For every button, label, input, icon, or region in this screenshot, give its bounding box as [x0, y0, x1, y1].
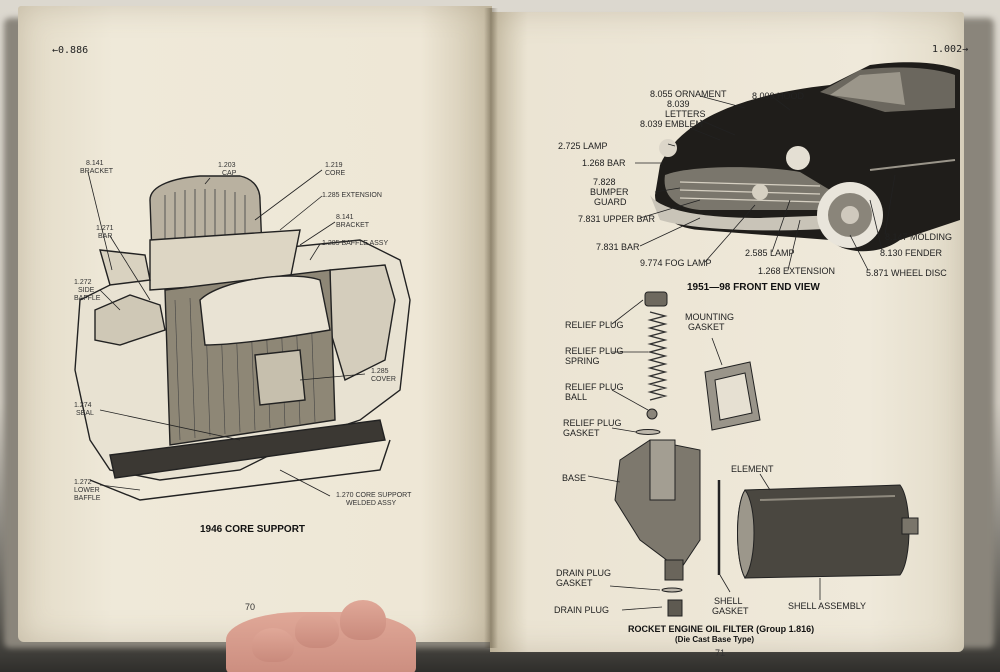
label-shell-assembly: SHELL ASSEMBLY	[788, 601, 867, 611]
label-ornament: 8.055 ORNAMENT	[650, 89, 727, 99]
label-guard: GUARD	[594, 197, 627, 207]
label-core: CORE	[325, 170, 346, 177]
label-extension: 1.285 EXTENSION	[322, 192, 382, 199]
label-relief-plug: RELIEF PLUG	[565, 320, 624, 330]
oil-filter-illustration	[614, 291, 919, 617]
label-bar-num: 1.271	[96, 225, 114, 232]
label-mounting-gasket-1: MOUNTING	[685, 312, 734, 322]
label-drain-plug-gasket-2: GASKET	[556, 578, 593, 588]
label-fender: 8.130 FENDER	[880, 248, 943, 258]
label-seal: SEAL	[76, 410, 94, 417]
oil-filter-leaders	[587, 299, 821, 611]
core-support-illustration	[74, 175, 411, 501]
label-bar2: 7.831 BAR	[596, 242, 640, 252]
label-relief-plug-spring-2: SPRING	[565, 356, 600, 366]
label-cover-num: 1.285	[371, 368, 389, 375]
label-letters-num: 8.039	[667, 99, 690, 109]
label-relief-plug-spring-1: RELIEF PLUG	[565, 346, 624, 356]
car-front-illustration	[650, 62, 960, 252]
label-mounting-gasket-2: GASKET	[688, 322, 725, 332]
right-page-header: 1.002→	[932, 44, 969, 55]
label-bumper: BUMPER	[590, 187, 629, 197]
label-shell-gasket-1: SHELL	[714, 596, 743, 606]
label-wheel-disc: 5.871 WHEEL DISC	[866, 268, 947, 278]
label-core-support-welded: WELDED ASSY	[346, 500, 397, 507]
label-drain-plug: DRAIN PLUG	[554, 605, 610, 615]
label-bar: 1.268 BAR	[582, 158, 626, 168]
left-page-header: ←0.886	[52, 45, 89, 56]
car-leaders	[635, 94, 896, 271]
label-bracket-num: 8.141	[86, 160, 104, 167]
label-relief-plug-ball-2: BALL	[565, 392, 588, 402]
label-cover: COVER	[371, 376, 396, 383]
label-baffle-assy: 1.285 BAFFLE ASSY	[322, 240, 389, 247]
label-bracket2-num: 8.141	[336, 214, 354, 221]
label-element: ELEMENT	[731, 464, 774, 474]
label-seal-num: 1.274	[74, 402, 92, 409]
front-end-caption: 1951—98 FRONT END VIEW	[687, 282, 820, 293]
label-core-num: 1.219	[325, 162, 343, 169]
label-bracket: BRACKET	[80, 168, 114, 175]
label-molding: 8.147 MOLDING	[885, 232, 953, 242]
label-upper-bar: 7.831 UPPER BAR	[578, 214, 656, 224]
label-core-support: 1.270 CORE SUPPORT	[336, 492, 412, 499]
left-figure-caption: 1946 CORE SUPPORT	[200, 524, 306, 535]
label-emblem: 8.039 EMBLEM	[640, 119, 704, 129]
label-extension: 1.268 EXTENSION	[758, 266, 836, 276]
label-bumper-guard-num: 7.828	[593, 177, 616, 187]
label-cap-num: 1.203	[218, 162, 236, 169]
book-gutter	[484, 8, 498, 648]
label-lamp: 2.725 LAMP	[558, 141, 608, 151]
label-letters: LETTERS	[665, 109, 706, 119]
label-relief-plug-gasket-2: GASKET	[563, 428, 600, 438]
label-relief-plug-ball-1: RELIEF PLUG	[565, 382, 624, 392]
label-lower-baffle-2: BAFFLE	[74, 495, 101, 502]
label-hood: 8.000 HOOD	[752, 91, 805, 101]
label-bracket2: BRACKET	[336, 222, 370, 229]
label-side-baffle-num: 1.272	[74, 279, 92, 286]
label-side-baffle-2: BAFFLE	[74, 295, 101, 302]
oil-filter-subcaption: (Die Cast Base Type)	[675, 635, 754, 644]
label-bar: BAR	[98, 233, 113, 240]
label-cap: CAP	[222, 170, 237, 177]
label-lower-baffle-num: 1.272	[74, 479, 92, 486]
core-support-leaders	[87, 169, 366, 497]
label-base: BASE	[562, 473, 587, 483]
left-page-number: 70	[245, 602, 256, 612]
label-side-baffle-1: SIDE	[78, 287, 95, 294]
label-relief-plug-gasket-1: RELIEF PLUG	[563, 418, 622, 428]
right-page-number: 71	[715, 648, 726, 658]
label-drain-plug-gasket-1: DRAIN PLUG	[556, 568, 612, 578]
label-fog-lamp: 9.774 FOG LAMP	[640, 258, 712, 268]
label-shell-gasket-2: GASKET	[712, 606, 749, 616]
label-lower-baffle-1: LOWER	[74, 487, 100, 494]
oil-filter-caption: ROCKET ENGINE OIL FILTER (Group 1.816)	[628, 624, 815, 634]
label-lamp2: 2.585 LAMP	[745, 248, 795, 258]
